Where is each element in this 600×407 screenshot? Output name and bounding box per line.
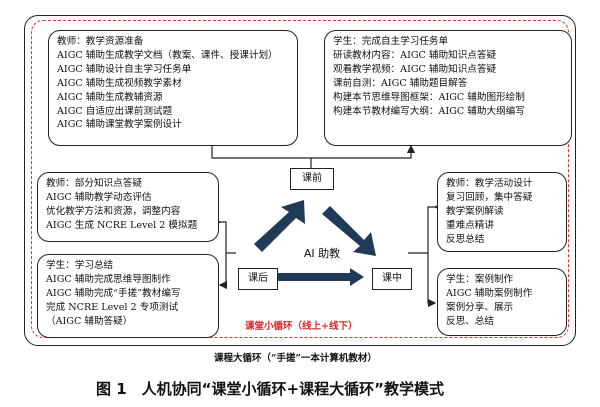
box-line: 完成 NCRE Level 2 专项测试 bbox=[46, 301, 179, 313]
box-line: AIGC 辅助生成教学文档（教案、课件、授课计划） bbox=[57, 49, 278, 61]
box-line: AIGC 辅助教学动态评估 bbox=[46, 191, 152, 203]
box-line: 反思、总结 bbox=[446, 315, 494, 327]
box-teacher-in-class: 教师：教学活动设计 复习回顾，集中答疑 教学案例解读 重难点精讲 反思总结 bbox=[437, 172, 567, 252]
box-line: 复习回顾，集中答疑 bbox=[446, 191, 533, 203]
box-teacher-prep: 教师：教学资源准备 AIGC 辅助生成教学文档（教案、课件、授课计划） AIGC… bbox=[48, 30, 298, 146]
class-small-loop-frame bbox=[31, 20, 569, 338]
box-line: AIGC 生成 NCRE Level 2 模拟题 bbox=[46, 219, 198, 231]
course-big-loop-frame bbox=[24, 15, 576, 346]
small-loop-caption: 课堂小循环（线上+线下） bbox=[245, 321, 358, 332]
box-line: 重难点精讲 bbox=[446, 219, 494, 231]
box-student-case: 学生：案例制作 AIGC 辅助案例制作 案例分享、展示 反思、总结 bbox=[437, 268, 567, 336]
connector-during bbox=[427, 202, 443, 308]
box-line: 教学案例解读 bbox=[446, 205, 504, 217]
connector-before bbox=[207, 138, 416, 159]
box-line: AIGC 辅助生成视频教学素材 bbox=[57, 77, 182, 89]
cycle-triangle bbox=[254, 200, 376, 286]
box-line: 优化教学方法和资源，调整内容 bbox=[46, 205, 181, 217]
box-line: （AIGC 辅助答疑） bbox=[46, 315, 133, 327]
box-line: AIGC 辅助完成“手搓”教材编写 bbox=[46, 287, 181, 299]
box-teacher-after-class: 教师：部分知识点答疑 AIGC 辅助教学动态评估 优化教学方法和资源，调整内容 … bbox=[37, 172, 219, 242]
box-line: 观看教学视频：AIGC 辅助知识点答疑 bbox=[333, 63, 497, 75]
box-line: 案例分享、展示 bbox=[446, 301, 514, 313]
box-line: 研读教材内容：AIGC 辅助知识点答疑 bbox=[333, 49, 497, 61]
box-line: 课前自测：AIGC 辅助题目解答 bbox=[333, 77, 468, 89]
ai-assistant-label: AI 助教 bbox=[303, 247, 341, 260]
box-student-summary: 学生：学习总结 AIGC 辅助完成思维导图制作 AIGC 辅助完成“手搓”教材编… bbox=[37, 254, 219, 338]
box-line: 学生：完成自主学习任务单 bbox=[333, 36, 449, 47]
box-line: 教师：部分知识点答疑 bbox=[46, 178, 142, 189]
label-after-class: 课后 bbox=[238, 268, 278, 290]
figure-caption: 图 1 人机协同“课堂小循环+课程大循环”教学模式 bbox=[96, 380, 444, 398]
box-line: AIGC 自适应出课前测试题 bbox=[57, 105, 173, 117]
box-line: AIGC 辅助完成思维导图制作 bbox=[46, 273, 171, 285]
label-in-class: 课中 bbox=[372, 268, 412, 290]
box-line: AIGC 辅助案例制作 bbox=[446, 287, 533, 299]
box-line: AIGC 辅助设计自主学习任务单 bbox=[57, 63, 192, 75]
box-line: AIGC 辅助课堂教学案例设计 bbox=[57, 119, 182, 131]
connector-after bbox=[212, 217, 228, 290]
box-line: 构建本节教材编写大纲：AIGC 辅助大纲编写 bbox=[333, 105, 525, 117]
label-before-class: 课前 bbox=[290, 168, 334, 190]
box-line: 学生：学习总结 bbox=[46, 260, 114, 271]
box-line: 教师：教学资源准备 bbox=[57, 36, 144, 47]
box-line: 教师：教学活动设计 bbox=[446, 178, 533, 189]
box-student-self-study: 学生：完成自主学习任务单 研读教材内容：AIGC 辅助知识点答疑 观看教学视频：… bbox=[324, 30, 572, 146]
box-line: AIGC 辅助生成教辅资源 bbox=[57, 91, 163, 103]
big-loop-caption: 课程大循环（“手搓”一本计算机教材） bbox=[214, 353, 377, 364]
box-line: 学生：案例制作 bbox=[446, 274, 514, 285]
box-line: 反思总结 bbox=[446, 233, 485, 245]
box-line: 构建本节思维导图框架：AIGC 辅助图形绘制 bbox=[333, 91, 525, 103]
